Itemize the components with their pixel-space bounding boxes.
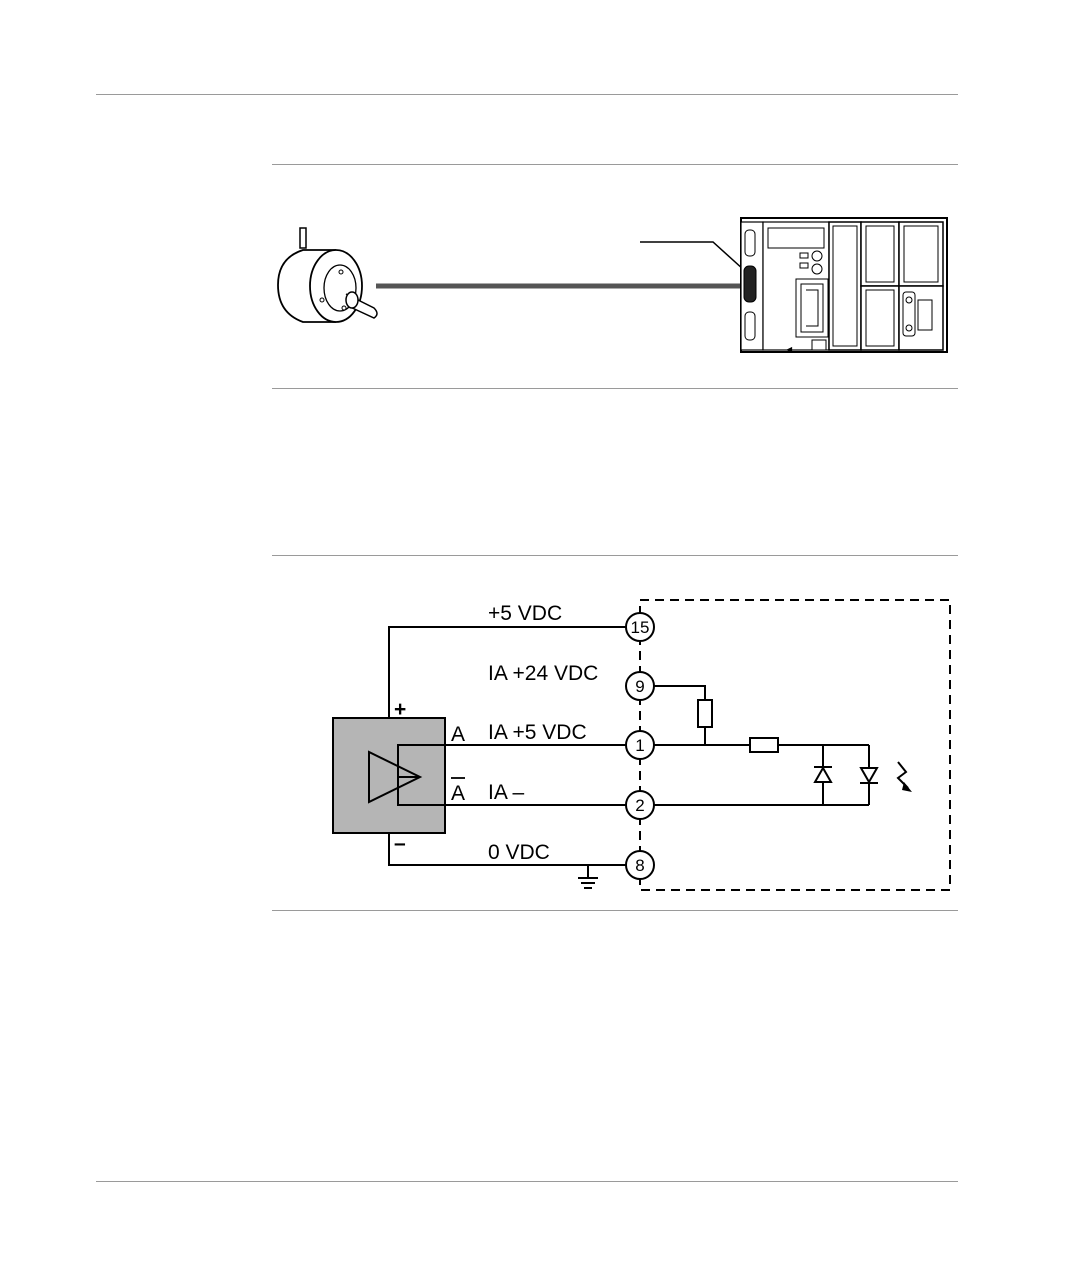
pin-9-number: 9 [635,677,644,696]
connection-cable [376,241,745,289]
encoder-illustration [277,227,378,323]
svg-text:◀: ◀ [786,345,793,354]
wiring-diagram: 15 9 1 2 8 +5 VDC IA +24 VDC IA +5 VDC I… [332,599,951,891]
plc-module: ◀ [740,217,948,354]
pin-15-number: 15 [631,618,650,637]
label-ia-minus: IA – [488,781,525,804]
pullup-resistor [697,699,713,728]
footer-rule [96,1181,958,1182]
pin-15 [625,612,655,642]
figure1-bottom-rule [272,388,958,389]
protection-diode-icon [813,765,833,783]
pin-9 [625,671,655,701]
line-driver-symbol [368,750,423,804]
figure1-top-rule [272,164,958,165]
ground-icon [578,865,598,889]
optocoupler-led-icon [859,761,912,792]
figure2-bottom-rule [272,910,958,911]
header-rule [96,94,958,95]
label-0vdc: 0 VDC [488,841,550,864]
label-channel-a: A [451,723,465,746]
label-channel-a-bar: A [451,782,465,805]
pin-1 [625,730,655,760]
label-plus-5vdc: +5 VDC [488,602,562,625]
pin-2 [625,790,655,820]
series-resistor [749,737,779,753]
label-ia-5vdc: IA +5 VDC [488,721,587,744]
wire-plus-5vdc [388,626,626,718]
pin-1-number: 1 [635,736,644,755]
figure2-top-rule [272,555,958,556]
label-plus-sign: + [394,698,406,721]
pin-8 [625,850,655,880]
wire-0vdc [388,833,626,866]
label-minus-sign: – [394,832,406,855]
pin-8-number: 8 [635,856,644,875]
encoder-driver-block [332,717,446,834]
pin-2-number: 2 [635,796,644,815]
label-ia-24vdc: IA +24 VDC [488,662,598,685]
